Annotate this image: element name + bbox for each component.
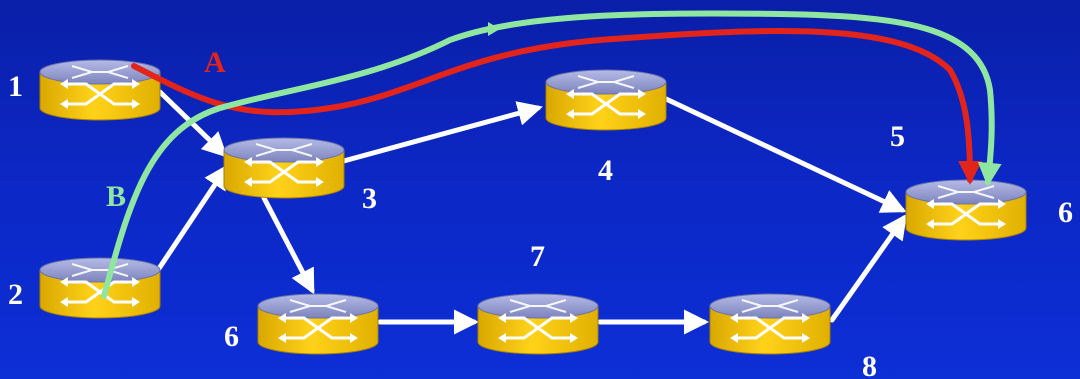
router-6-bottom-icon (256, 292, 380, 356)
router-6-bottom-label: 6 (224, 320, 239, 353)
path-b-line (101, 10, 1002, 299)
router-7-icon (476, 292, 600, 356)
router-2-icon (38, 256, 162, 320)
path-a-label: A (204, 46, 226, 79)
link-8-6r (829, 213, 907, 323)
label-7: 7 (530, 240, 545, 273)
router-6-right-icon (904, 178, 1028, 242)
router-2-label: 2 (8, 278, 23, 311)
link-3-6b (261, 195, 315, 295)
router-8-icon (708, 292, 832, 356)
path-b-label: B (106, 180, 126, 213)
router-4-icon (544, 68, 668, 132)
path-a-line (131, 27, 982, 185)
link-4-6r (661, 95, 907, 213)
router-1-label: 1 (8, 70, 23, 103)
router-6-right-label: 6 (1058, 196, 1073, 229)
router-8-label: 8 (862, 350, 877, 379)
path-b-mid-arrow (488, 22, 500, 36)
router-3-label: 3 (362, 182, 377, 215)
router-4-label: 4 (598, 154, 613, 187)
link-3-4 (337, 101, 543, 165)
router-3-icon (222, 136, 346, 200)
label-5: 5 (890, 120, 905, 153)
